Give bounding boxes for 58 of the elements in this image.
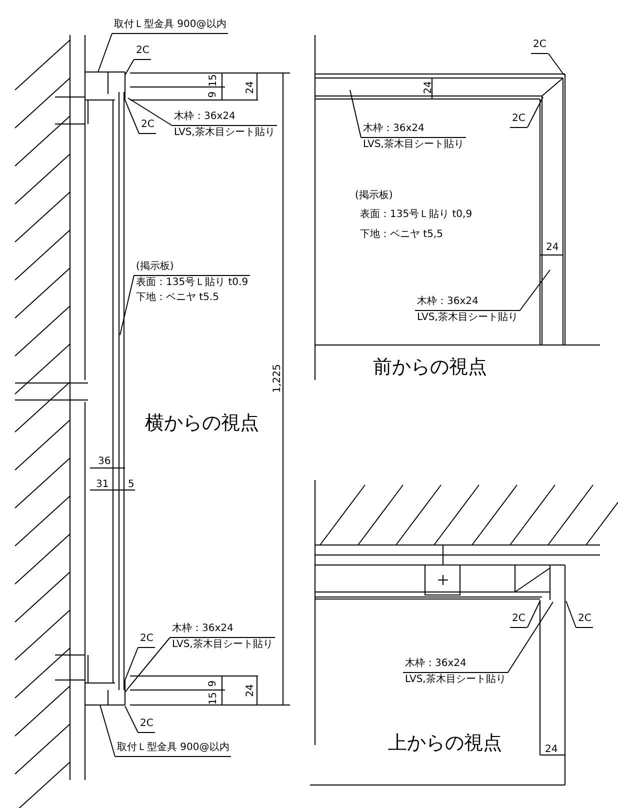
callout-text: 表面：135号Ｌ貼り t0.9 [135, 276, 250, 290]
callout-text: LVS,茶木目シート貼り [362, 138, 465, 152]
callout-text: 木枠：36x24 [415, 295, 520, 311]
leader-line [124, 706, 138, 733]
leader-line [128, 98, 172, 126]
dimension-text: 9 [208, 680, 219, 686]
callout-text: 2C [138, 717, 156, 733]
callout-text: LVS,茶木目シート貼り [171, 638, 274, 652]
callout-text: 2C [510, 612, 528, 628]
leader-line [120, 275, 134, 336]
callout-text: 木枠：36x24 [361, 122, 466, 138]
dimension-text: 24 [244, 80, 256, 94]
callout-text: 木枠：36x24 [170, 622, 275, 638]
callout-text: 2C [134, 44, 152, 60]
dimension-text: 15 [207, 74, 218, 86]
leader-line [526, 96, 544, 128]
note-text: 表面：135号Ｌ貼り t0,9 [360, 209, 472, 220]
callout-text: 木枠：36x24 [403, 657, 508, 673]
dimension-text: 24 [422, 80, 434, 94]
note-text: (掲示板) [355, 190, 393, 201]
leader-line [350, 90, 362, 138]
callout-text: 取付Ｌ型金具 900@以内 [112, 18, 228, 34]
callout-text: 取付Ｌ型金具 900@以内 [115, 741, 232, 757]
leader-line [507, 602, 554, 673]
dimension-text: 9 [208, 90, 219, 98]
callout-text: LVS,茶木目シート貼り [173, 126, 276, 140]
leader-line [526, 600, 540, 628]
note-text: 下地：ベニヤ t5,5 [360, 229, 444, 240]
callout-text: LVS,茶木目シート貼り [404, 673, 507, 687]
callout-text: 2C [576, 612, 594, 628]
leader-line [548, 53, 564, 76]
leader-line [124, 100, 140, 134]
callout-text: (掲示板) [134, 260, 250, 276]
callout-text: LVS,茶木目シート貼り [416, 311, 519, 325]
leader-line [124, 637, 170, 692]
dimension-text: 24 [546, 242, 559, 253]
view-title: 上からの視点 [388, 732, 502, 754]
callout-text: 下地：ベニヤ t5.5 [135, 291, 220, 305]
callout-text: 2C [510, 112, 528, 128]
dimension-text: 24 [244, 684, 256, 696]
dimension-text: 1,225 [271, 364, 282, 392]
leader-line [566, 600, 576, 628]
leader-line [100, 704, 116, 757]
leader-line [519, 270, 550, 311]
callout-text: 2C [531, 38, 548, 54]
dimension-text: 5 [128, 479, 134, 490]
dimension-text: 36 [98, 456, 111, 467]
callout-text: 木枠：36x24 [172, 110, 277, 126]
leader-line [98, 33, 112, 72]
leader-line [124, 59, 134, 76]
dimension-text: 24 [545, 744, 558, 755]
view-title: 前からの視点 [373, 356, 487, 378]
leader-line [124, 647, 138, 680]
dimension-text: 31 [96, 479, 109, 490]
view-title: 横からの視点 [145, 412, 259, 434]
dimension-text: 15 [207, 692, 218, 704]
callout-text: 2C [139, 118, 156, 134]
callout-text: 2C [138, 632, 156, 648]
